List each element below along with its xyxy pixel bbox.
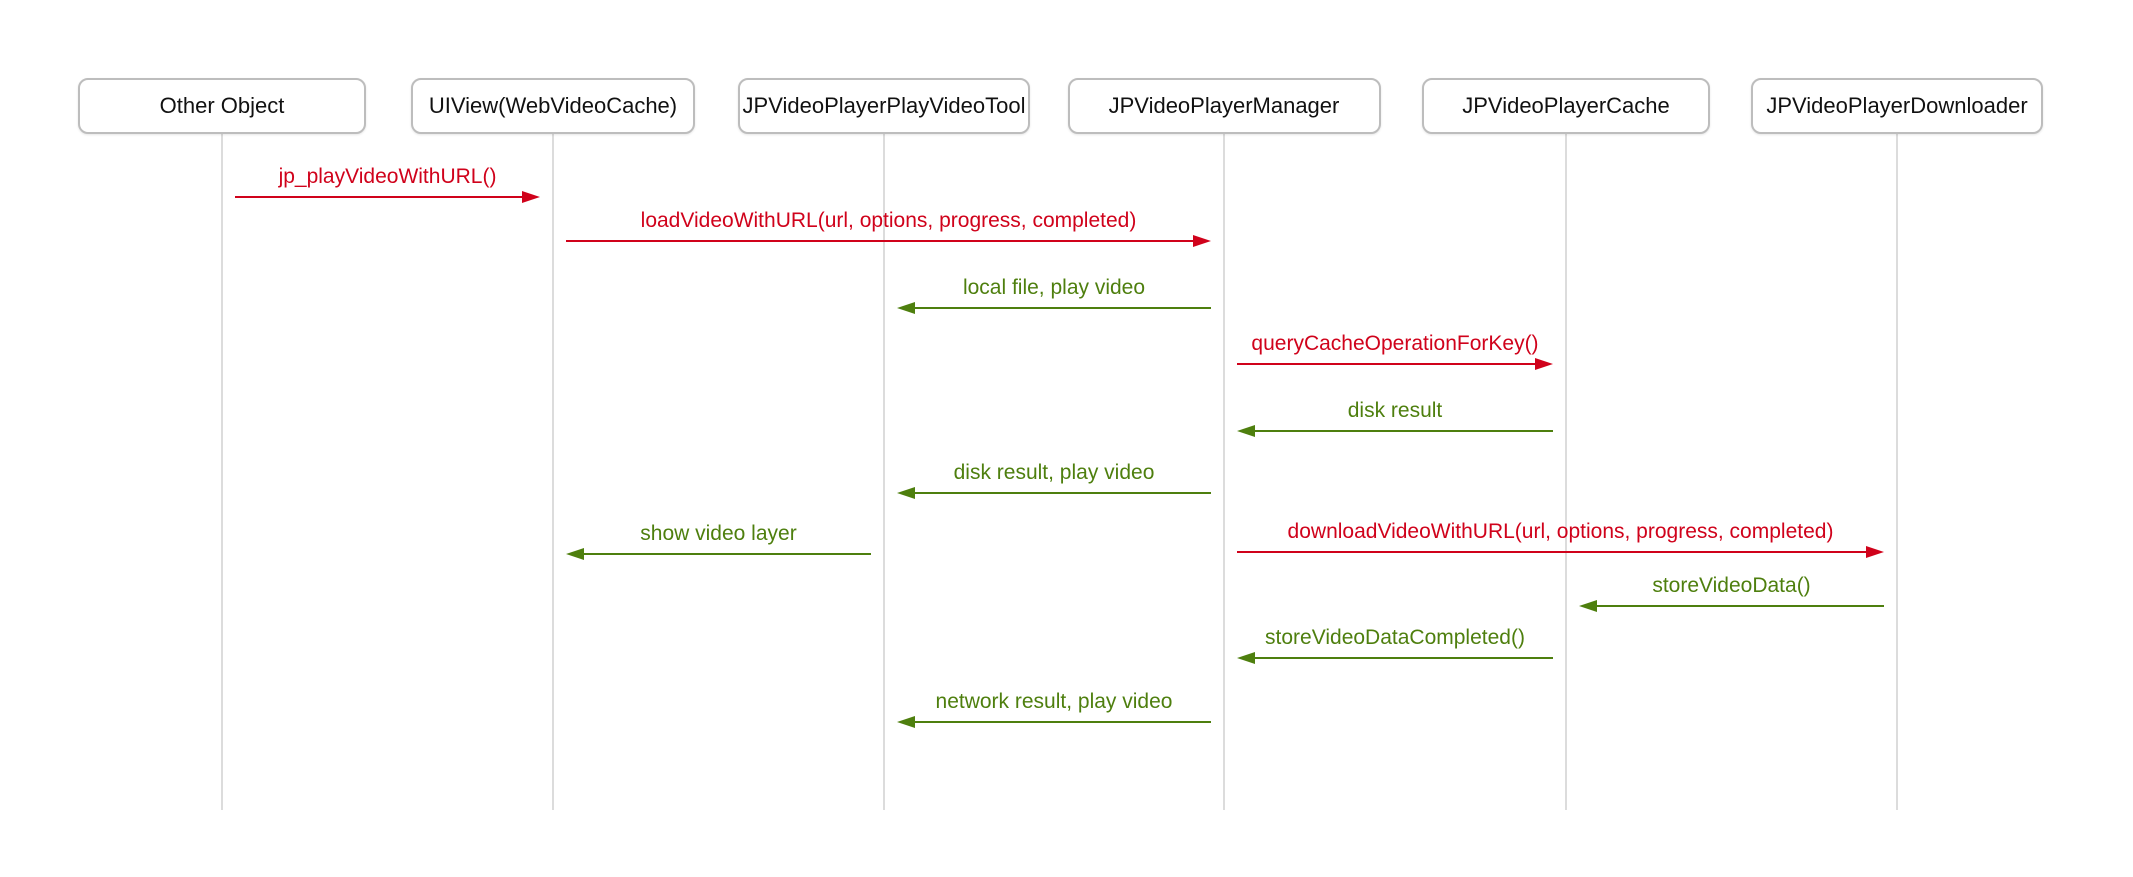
message-line [584, 553, 871, 555]
actor-jpvideoplayercache: JPVideoPlayerCache [1422, 78, 1710, 134]
arrowhead-right-icon [1193, 235, 1211, 247]
message-label: queryCacheOperationForKey() [1251, 332, 1539, 355]
message-line [1255, 657, 1553, 659]
message-label: storeVideoData() [1652, 574, 1811, 597]
lifeline-jpvideoplayerplayvideotool [883, 134, 885, 810]
actor-label: Other Object [159, 93, 285, 118]
message-label: storeVideoDataCompleted() [1265, 626, 1525, 649]
message-line [1597, 605, 1884, 607]
lifeline-jpvideoplayercache [1565, 134, 1567, 810]
actor-label: JPVideoPlayerPlayVideoTool [742, 93, 1026, 118]
lifeline-jpvideoplayerdownloader [1896, 134, 1898, 810]
actor-jpvideoplayerplayvideotool: JPVideoPlayerPlayVideoTool [738, 78, 1030, 134]
arrowhead-left-icon [566, 548, 584, 560]
arrowhead-left-icon [1579, 600, 1597, 612]
message-line [1237, 363, 1535, 365]
arrowhead-right-icon [1866, 546, 1884, 558]
arrowhead-left-icon [897, 487, 915, 499]
message-line [566, 240, 1193, 242]
arrowhead-left-icon [1237, 652, 1255, 664]
actor-label: JPVideoPlayerDownloader [1766, 93, 2028, 118]
actor-label: UIView(WebVideoCache) [428, 93, 678, 118]
lifeline-jpvideoplayermanager [1223, 134, 1225, 810]
message-label: local file, play video [962, 276, 1146, 299]
message-label: network result, play video [935, 690, 1173, 713]
actor-jpvideoplayerdownloader: JPVideoPlayerDownloader [1751, 78, 2043, 134]
message-label: show video layer [640, 522, 797, 545]
message-label: loadVideoWithURL(url, options, progress,… [640, 209, 1137, 232]
actor-jpvideoplayermanager: JPVideoPlayerManager [1067, 78, 1381, 134]
lifeline-uiview-webvideocache [552, 134, 554, 810]
actor-label: JPVideoPlayerManager [1108, 93, 1340, 118]
message-label: disk result [1347, 399, 1443, 422]
message-line [915, 492, 1211, 494]
arrowhead-right-icon [1535, 358, 1553, 370]
actor-uiview-webvideocache: UIView(WebVideoCache) [411, 78, 695, 134]
message-label: disk result, play video [953, 461, 1155, 484]
actor-label: JPVideoPlayerCache [1462, 93, 1670, 118]
arrowhead-left-icon [1237, 425, 1255, 437]
arrowhead-left-icon [897, 716, 915, 728]
message-line [1255, 430, 1553, 432]
message-label: downloadVideoWithURL(url, options, progr… [1287, 520, 1834, 543]
arrowhead-left-icon [897, 302, 915, 314]
message-line [1237, 551, 1866, 553]
message-line [915, 721, 1211, 723]
message-label: jp_playVideoWithURL() [278, 165, 497, 188]
lifeline-other-object [221, 134, 223, 810]
actor-other-object: Other Object [78, 78, 366, 134]
message-line [915, 307, 1211, 309]
arrowhead-right-icon [522, 191, 540, 203]
message-line [235, 196, 522, 198]
